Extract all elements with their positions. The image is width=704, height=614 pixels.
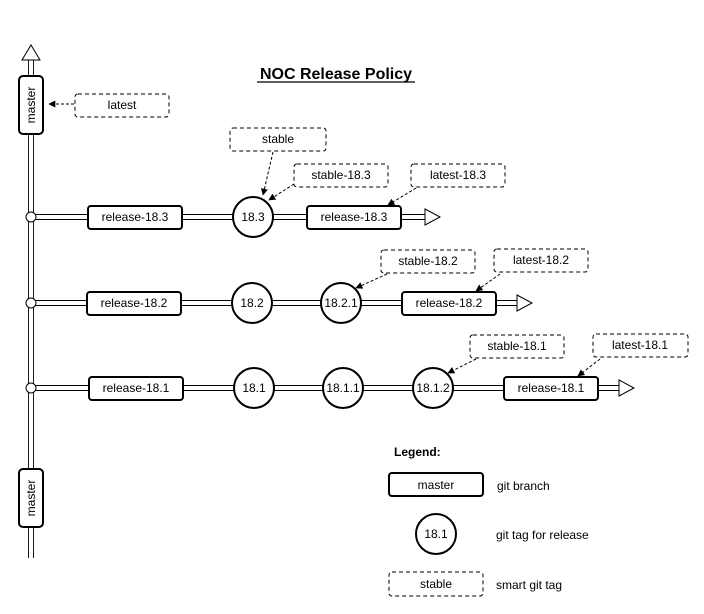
release-tag-label: 18.2.1 — [324, 296, 358, 310]
row-arrowhead-icon — [424, 208, 442, 226]
release-tag-circle — [322, 367, 364, 409]
legend-smart-sample-label: stable — [420, 577, 452, 591]
branch-point-icon — [25, 382, 37, 394]
legend-branch-sample — [388, 472, 484, 497]
release-tag-label: 18.1 — [242, 381, 266, 395]
legend-smart-desc: smart git tag — [496, 578, 562, 592]
smart-tag-label: latest-18.1 — [612, 338, 668, 352]
release-row-18-2: release-18.2 18.2 18.2.1 release-18.2 st… — [25, 248, 589, 324]
branch-label: release-18.2 — [416, 296, 483, 310]
branch-point-icon — [25, 211, 37, 223]
release-tag-label: 18.1.2 — [416, 381, 450, 395]
legend-branch-desc: git branch — [497, 479, 550, 493]
legend-tag-sample — [415, 513, 457, 555]
release-tag-label: 18.3 — [241, 210, 265, 224]
smart-tag-label: stable-18.3 — [311, 168, 371, 182]
smart-tag-box — [469, 334, 565, 359]
branch-label: release-18.1 — [103, 381, 170, 395]
release-row-18-1: release-18.1 18.1 18.1.1 18.1.2 release-… — [25, 333, 689, 409]
branch-box — [88, 376, 184, 401]
branch-box — [87, 205, 183, 230]
smart-tag-label: stable-18.2 — [398, 254, 458, 268]
branch-box — [306, 205, 402, 230]
master-latest-label: latest — [108, 98, 137, 112]
release-tag-circle — [412, 367, 454, 409]
master-latest-tag: latest — [48, 93, 170, 118]
branch-point-icon — [25, 297, 37, 309]
legend-title: Legend: — [394, 445, 441, 459]
branch-box — [86, 291, 182, 316]
branch-box — [401, 291, 497, 316]
trunk-arrowhead-icon — [21, 44, 41, 61]
master-branch-label-bottom: master — [24, 480, 38, 517]
master-branch-box-bottom: master — [18, 468, 44, 528]
release-tag-circle — [231, 282, 273, 324]
release-tag-circle — [233, 367, 275, 409]
smart-tag-label: latest-18.3 — [430, 168, 486, 182]
release-tag-label: 18.1.1 — [326, 381, 360, 395]
legend-tag-sample-label: 18.1 — [424, 527, 448, 541]
legend: Legend: master git branch 18.1 git tag f… — [388, 445, 589, 597]
master-branch-label-top: master — [24, 87, 38, 124]
legend-tag-desc: git tag for release — [496, 528, 589, 542]
smart-tag-box — [493, 248, 589, 273]
branch-label: release-18.3 — [102, 210, 169, 224]
branch-box — [503, 376, 599, 401]
row-arrowhead-icon — [516, 294, 534, 312]
row-arrowhead-icon — [618, 379, 636, 397]
stable-global-label: stable — [262, 132, 294, 146]
smart-tag-box — [410, 163, 506, 188]
smart-tag-box — [293, 163, 389, 188]
smart-tag-label: latest-18.2 — [513, 253, 569, 267]
release-tag-circle — [232, 196, 274, 238]
smart-tag-box — [592, 333, 689, 358]
smart-tag-box — [380, 249, 476, 274]
smart-tag-label: stable-18.1 — [487, 339, 547, 353]
branch-label: release-18.1 — [518, 381, 585, 395]
release-tag-circle — [320, 282, 362, 324]
legend-branch-sample-label: master — [418, 478, 455, 492]
release-row-18-3: release-18.3 18.3 release-18.3 stable st… — [25, 127, 506, 238]
diagram-title: NOC Release Policy — [260, 66, 412, 83]
legend-smart-sample — [388, 571, 484, 597]
branch-label: release-18.2 — [101, 296, 168, 310]
release-tag-label: 18.2 — [240, 296, 264, 310]
smart-tag-box — [229, 127, 327, 152]
master-branch-box-top: master — [18, 75, 44, 135]
branch-label: release-18.3 — [321, 210, 388, 224]
